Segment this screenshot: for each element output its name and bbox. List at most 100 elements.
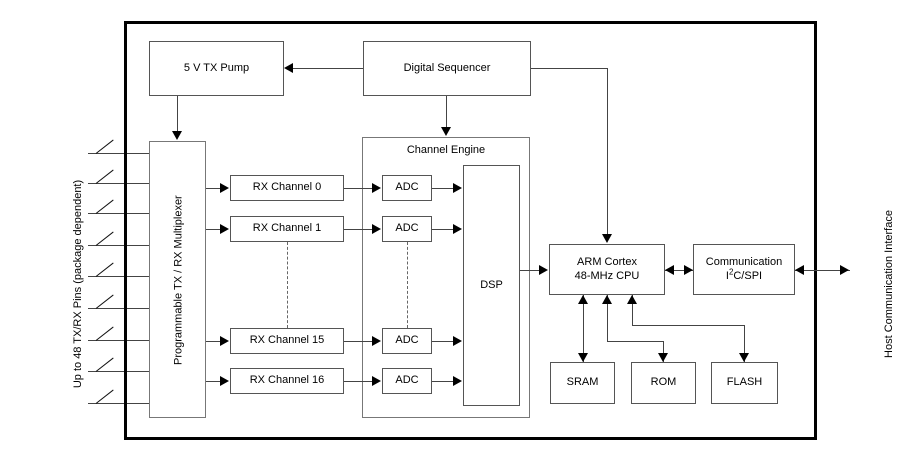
block-sram[interactable]: SRAM	[550, 362, 615, 404]
block-communication[interactable]: Communication I2C/SPI	[693, 244, 795, 295]
block-tx-pump-label: 5 V TX Pump	[183, 61, 250, 74]
pin-line	[88, 245, 149, 246]
connector-adc-to-dsp	[432, 341, 454, 342]
arrow-right-icon	[453, 376, 462, 386]
block-arm-cpu[interactable]: ARM Cortex 48-MHz CPU	[549, 244, 665, 295]
chip-boundary	[124, 21, 817, 440]
arrow-right-icon	[840, 265, 849, 275]
pin-bus-slash-icon	[95, 357, 114, 378]
block-rom[interactable]: ROM	[631, 362, 696, 404]
arrow-down-icon	[602, 234, 612, 243]
pin-bus-slash-icon	[95, 231, 114, 252]
arrow-right-icon	[684, 265, 693, 275]
block-rom-label: ROM	[650, 376, 677, 389]
connector-cpu-to-comm	[665, 270, 693, 271]
block-adc-label: ADC	[395, 181, 419, 194]
arrow-right-icon	[453, 224, 462, 234]
block-flash[interactable]: FLASH	[711, 362, 778, 404]
arrow-right-icon	[372, 336, 381, 346]
left-pins-label: Up to 48 TX/RX Pins (package dependent)	[72, 179, 84, 389]
pin-bus-slash-icon	[95, 199, 114, 220]
pin-bus-slash-icon	[95, 389, 114, 410]
connector-cpu-to-rom-h	[607, 341, 664, 342]
connector-rx-to-adc	[344, 229, 373, 230]
connector-adc-to-dsp	[432, 381, 454, 382]
connector-dsp-to-cpu	[520, 270, 540, 271]
block-tx-pump[interactable]: 5 V TX Pump	[149, 41, 284, 96]
connector-seq-to-pump	[293, 68, 363, 69]
block-communication-label-line1: Communication	[705, 255, 783, 268]
arrow-right-icon	[372, 183, 381, 193]
arrow-up-icon	[627, 295, 637, 304]
block-adc[interactable]: ADC	[382, 368, 432, 394]
pin-bus-slash-icon	[95, 139, 114, 160]
rx-channel-continuation-dashes	[287, 242, 288, 328]
pin-line	[88, 213, 149, 214]
connector-cpu-to-flash-v1	[632, 295, 633, 326]
block-arm-cpu-label-line2: 48-MHz CPU	[574, 269, 640, 282]
arrow-right-icon	[220, 376, 229, 386]
block-sram-label: SRAM	[566, 376, 599, 389]
adc-continuation-dashes	[407, 242, 408, 328]
block-arm-cpu-label-line1: ARM Cortex	[577, 255, 637, 268]
arrow-up-icon	[578, 295, 588, 304]
block-rx-channel-label: RX Channel 15	[249, 334, 325, 347]
arrow-up-icon	[602, 295, 612, 304]
block-rx-channel[interactable]: RX Channel 16	[230, 368, 344, 394]
arrow-right-icon	[220, 183, 229, 193]
block-rx-channel[interactable]: RX Channel 1	[230, 216, 344, 242]
arrow-left-icon	[665, 265, 674, 275]
connector-seq-to-cpu-h	[531, 68, 608, 69]
arrow-down-icon	[441, 127, 451, 136]
arrow-down-icon	[658, 353, 668, 362]
pin-line	[88, 183, 149, 184]
block-flash-label: FLASH	[726, 376, 763, 389]
host-interface-label: Host Communication Interface	[883, 210, 895, 358]
connector-pump-to-mux	[177, 96, 178, 132]
block-multiplexer-label: Programmable TX / RX Multiplexer	[172, 195, 185, 366]
pin-bus-slash-icon	[95, 169, 114, 190]
connector-cpu-to-flash-h	[632, 325, 745, 326]
connector-adc-to-dsp	[432, 229, 454, 230]
block-adc[interactable]: ADC	[382, 175, 432, 201]
block-rx-channel-label: RX Channel 0	[252, 181, 322, 194]
arrow-right-icon	[220, 224, 229, 234]
block-adc-label: ADC	[395, 334, 419, 347]
pin-line	[88, 153, 149, 154]
block-dsp-label: DSP	[480, 278, 503, 291]
pin-line	[88, 276, 149, 277]
arrow-right-icon	[372, 376, 381, 386]
connector-mux-to-rx	[206, 188, 221, 189]
connector-cpu-to-rom-v2	[663, 341, 664, 362]
pin-line	[88, 308, 149, 309]
arrow-down-icon	[172, 131, 182, 140]
block-rx-channel[interactable]: RX Channel 15	[230, 328, 344, 354]
block-multiplexer[interactable]: Programmable TX / RX Multiplexer	[149, 141, 206, 418]
block-rx-channel[interactable]: RX Channel 0	[230, 175, 344, 201]
block-adc-label: ADC	[395, 374, 419, 387]
connector-mux-to-rx	[206, 229, 221, 230]
arrow-right-icon	[453, 183, 462, 193]
connector-mux-to-rx	[206, 341, 221, 342]
connector-cpu-to-flash-v2	[744, 325, 745, 362]
pin-line	[88, 340, 149, 341]
block-multiplexer-label-wrap: Programmable TX / RX Multiplexer	[150, 142, 207, 419]
connector-comm-to-host	[795, 270, 850, 271]
connector-cpu-to-rom-v1	[607, 295, 608, 342]
block-rx-channel-label: RX Channel 1	[252, 222, 322, 235]
arrow-left-icon	[795, 265, 804, 275]
block-adc[interactable]: ADC	[382, 216, 432, 242]
connector-seq-to-channel-engine	[446, 96, 447, 128]
arrow-right-icon	[539, 265, 548, 275]
block-channel-engine-label: Channel Engine	[406, 144, 486, 156]
connector-seq-to-cpu-v	[607, 68, 608, 235]
block-digital-sequencer-label: Digital Sequencer	[403, 61, 491, 74]
arrow-down-icon	[578, 353, 588, 362]
block-digital-sequencer[interactable]: Digital Sequencer	[363, 41, 531, 96]
pin-bus-slash-icon	[95, 262, 114, 283]
pin-line	[88, 371, 149, 372]
block-rx-channel-label: RX Channel 16	[249, 374, 325, 387]
block-adc[interactable]: ADC	[382, 328, 432, 354]
block-dsp[interactable]: DSP	[463, 165, 520, 406]
